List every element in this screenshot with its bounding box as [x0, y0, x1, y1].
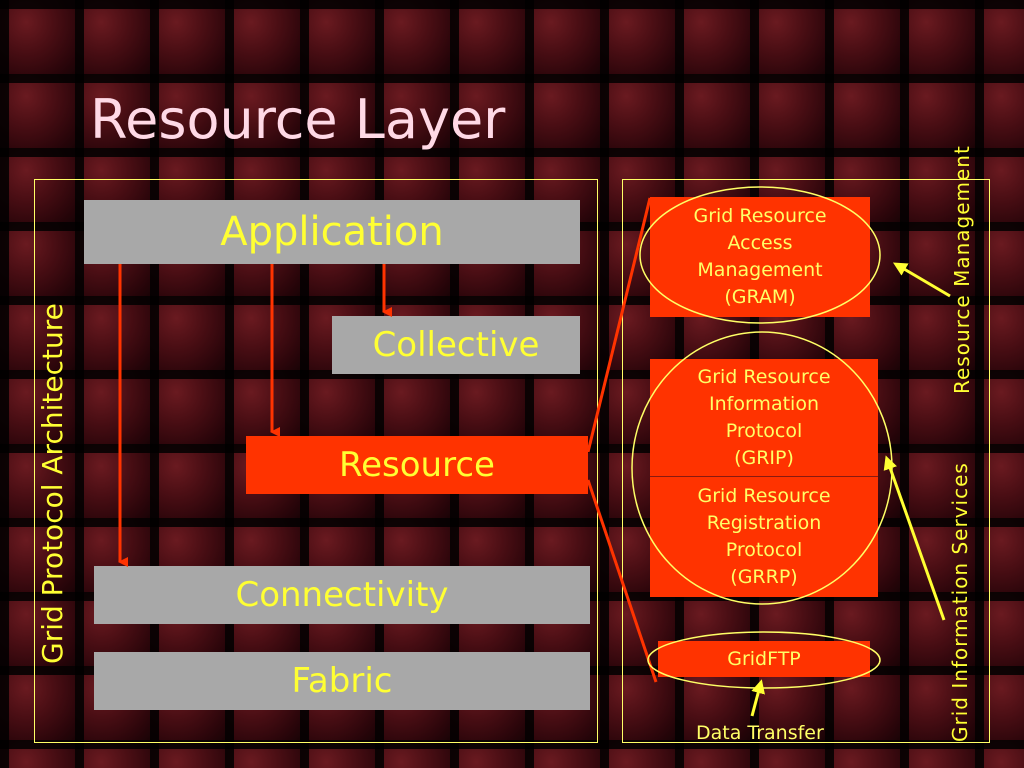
- grip-line-4: (GRIP): [734, 446, 794, 469]
- layer-resource: Resource: [246, 436, 588, 494]
- layer-fabric: Fabric: [94, 652, 590, 710]
- gridftp-ellipse: [647, 631, 881, 689]
- arrow-grid-information-services: [883, 455, 946, 621]
- left-frame: [34, 179, 598, 743]
- gram-line-3: Management: [697, 259, 823, 281]
- gram-ellipse: [639, 186, 881, 324]
- grrp-line-3: Protocol: [725, 539, 803, 561]
- grrp-line-1: Grid Resource: [697, 485, 831, 507]
- grrp-line-4: (GRRP): [730, 566, 798, 588]
- grip-box: Grid Resource Information Protocol (GRIP…: [650, 359, 878, 477]
- layer-collective: Collective: [332, 316, 580, 374]
- gram-line-4: (GRAM): [724, 286, 796, 308]
- arrow-data-transfer: [750, 679, 765, 717]
- gram-box: Grid Resource Access Management (GRAM): [650, 197, 870, 317]
- connector-resource-bottom: [586, 479, 658, 683]
- layer-connectivity: Connectivity: [94, 566, 590, 624]
- grrp-line-2: Registration: [706, 512, 822, 534]
- grip-line-3: Protocol: [725, 419, 803, 442]
- page-title: Resource Layer: [90, 88, 506, 151]
- gridftp-box: GridFTP: [658, 641, 870, 677]
- grip-grrp-ellipse: [631, 331, 893, 605]
- gram-line-1: Grid Resource: [693, 205, 827, 227]
- right-frame: [622, 179, 990, 743]
- connector-resource-top: [586, 197, 652, 453]
- gram-line-2: Access: [727, 232, 793, 254]
- grip-line-1: Grid Resource: [697, 365, 831, 388]
- grip-line-2: Information: [709, 392, 819, 415]
- layer-application: Application: [84, 200, 580, 264]
- arrow-resource-management: [892, 262, 951, 298]
- data-transfer-label: Data Transfer: [696, 722, 824, 744]
